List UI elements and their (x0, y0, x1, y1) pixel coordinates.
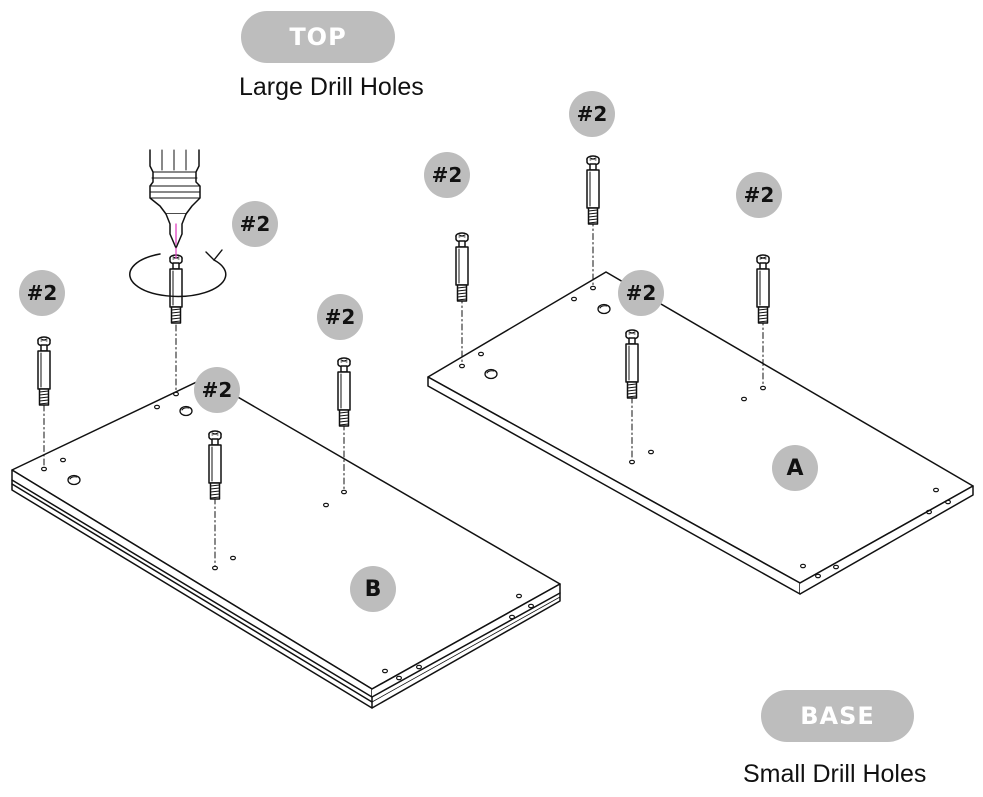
top-caption: Large Drill Holes (239, 73, 424, 101)
panel-b (11, 377, 561, 709)
base-tag-text: BASE (800, 702, 875, 730)
step-badge: #2 (736, 172, 782, 218)
step-badge: #2 (618, 270, 664, 316)
top-tag-text: TOP (289, 23, 347, 51)
step-badge: #2 (569, 91, 615, 137)
base-caption: Small Drill Holes (743, 760, 927, 788)
step-badge: #2 (194, 367, 240, 413)
panel-a-guides (461, 219, 764, 461)
screwdriver-icon (149, 149, 201, 259)
step-badge: #2 (424, 152, 470, 198)
panel-a (427, 271, 974, 595)
panel-b-guides (43, 324, 345, 567)
step-badge: #2 (19, 270, 65, 316)
panel-b-label: B (350, 566, 396, 612)
top-tag: TOP (241, 11, 395, 63)
step-badge: #2 (317, 294, 363, 340)
base-tag: BASE (761, 690, 914, 742)
rotation-arrow-icon (129, 249, 227, 298)
panel-a-label: A (772, 445, 818, 491)
step-badge: #2 (232, 201, 278, 247)
